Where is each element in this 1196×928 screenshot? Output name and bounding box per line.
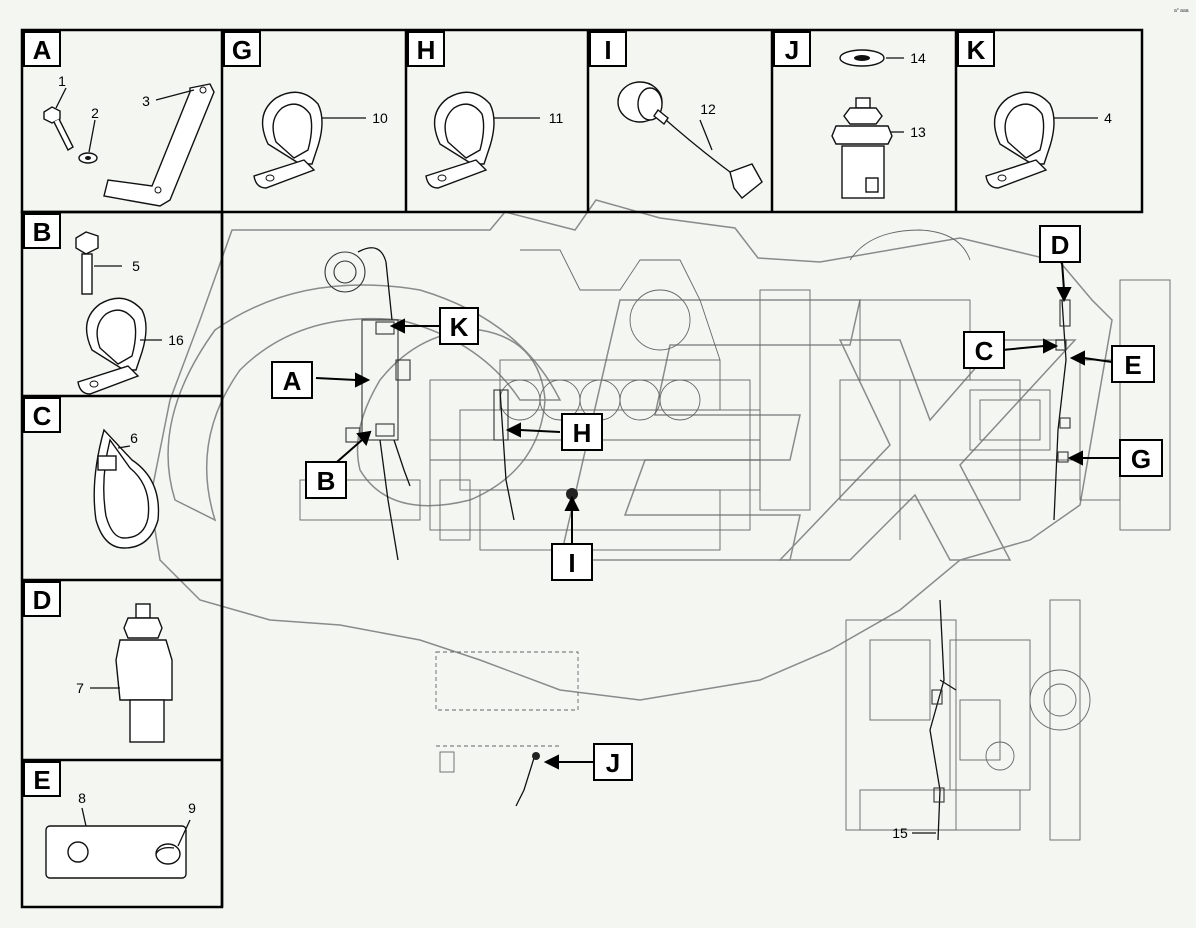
callout-b: B bbox=[305, 461, 347, 499]
svg-text:G: G bbox=[1131, 444, 1151, 474]
callout-i: I bbox=[551, 543, 593, 581]
engine-right-top-view bbox=[839, 229, 1171, 540]
svg-text:3: 3 bbox=[142, 93, 150, 109]
panel-label-a: A bbox=[23, 31, 61, 67]
svg-text:11: 11 bbox=[549, 110, 564, 126]
panel-i-sender: 12 bbox=[617, 81, 763, 199]
callout-j: J bbox=[593, 743, 633, 781]
panel-h-clamp: 11 bbox=[425, 91, 564, 189]
svg-text:10: 10 bbox=[372, 110, 388, 126]
svg-text:C: C bbox=[33, 401, 52, 431]
svg-text:H: H bbox=[417, 35, 436, 65]
callout-a: A bbox=[271, 361, 313, 399]
svg-text:J: J bbox=[785, 35, 799, 65]
panel-label-h: H bbox=[407, 31, 445, 67]
svg-text:A: A bbox=[283, 366, 302, 396]
callout-d: D bbox=[1039, 225, 1081, 263]
svg-text:B: B bbox=[317, 466, 336, 496]
callout-k: K bbox=[439, 307, 479, 345]
panel-label-d: D bbox=[23, 581, 61, 617]
svg-text:9: 9 bbox=[188, 800, 196, 816]
svg-text:15: 15 bbox=[892, 825, 908, 841]
svg-text:D: D bbox=[1051, 230, 1070, 260]
svg-text:C: C bbox=[975, 336, 994, 366]
callout-e: E bbox=[1111, 345, 1155, 383]
panel-a-parts: 1 2 3 bbox=[43, 73, 215, 207]
panel-label-b: B bbox=[23, 213, 61, 249]
panel-grid bbox=[20, 28, 1144, 909]
svg-text:E: E bbox=[1124, 350, 1141, 380]
svg-text:I: I bbox=[604, 35, 611, 65]
callout-labels: K A H B I D C E G J bbox=[271, 225, 1163, 781]
panel-label-k: K bbox=[957, 31, 995, 67]
svg-text:J: J bbox=[606, 748, 620, 778]
svg-text:K: K bbox=[967, 35, 986, 65]
svg-text:8: 8 bbox=[78, 790, 86, 806]
svg-text:B: B bbox=[33, 217, 52, 247]
svg-text:6: 6 bbox=[130, 430, 138, 446]
svg-text:E: E bbox=[33, 765, 50, 795]
panel-g-clamp: 10 bbox=[253, 91, 388, 189]
svg-text:7: 7 bbox=[76, 680, 84, 696]
svg-text:1: 1 bbox=[58, 73, 66, 89]
callout-g: G bbox=[1119, 439, 1163, 477]
svg-text:D: D bbox=[33, 585, 52, 615]
engine-right-bottom-view: 15 bbox=[845, 599, 1091, 841]
oil-pan-view bbox=[435, 651, 579, 807]
panel-d-sensor: 7 bbox=[76, 603, 173, 743]
svg-text:13: 13 bbox=[910, 124, 926, 140]
svg-text:14: 14 bbox=[910, 50, 926, 66]
corner-note: a° aaa bbox=[1174, 8, 1189, 14]
svg-text:5: 5 bbox=[132, 258, 140, 274]
svg-text:2: 2 bbox=[91, 105, 99, 121]
panel-label-e: E bbox=[23, 761, 61, 797]
svg-text:G: G bbox=[232, 35, 252, 65]
watermark-logo bbox=[149, 199, 1113, 701]
svg-text:K: K bbox=[450, 312, 469, 342]
panel-e-plate: 8 9 bbox=[45, 790, 196, 879]
svg-text:A: A bbox=[33, 35, 52, 65]
callout-c: C bbox=[963, 331, 1005, 369]
panel-label-i: I bbox=[589, 31, 627, 67]
engine-left-view bbox=[299, 247, 811, 561]
svg-text:12: 12 bbox=[700, 101, 716, 117]
callouts bbox=[315, 261, 1120, 770]
panel-label-j: J bbox=[773, 31, 811, 67]
svg-text:16: 16 bbox=[168, 332, 184, 348]
svg-text:H: H bbox=[573, 418, 592, 448]
panel-b-parts: 5 16 bbox=[75, 231, 184, 395]
svg-text:4: 4 bbox=[1104, 110, 1112, 126]
svg-text:I: I bbox=[568, 548, 575, 578]
callout-h: H bbox=[561, 413, 603, 451]
panel-letters: A G H I J K B C D E bbox=[23, 31, 995, 797]
panel-j-switch: 14 13 bbox=[831, 49, 926, 199]
panel-k-clamp: 4 bbox=[985, 91, 1112, 189]
panel-label-g: G bbox=[223, 31, 261, 67]
panel-label-c: C bbox=[23, 397, 61, 433]
panel-c-cable-tie: 6 bbox=[93, 428, 160, 549]
